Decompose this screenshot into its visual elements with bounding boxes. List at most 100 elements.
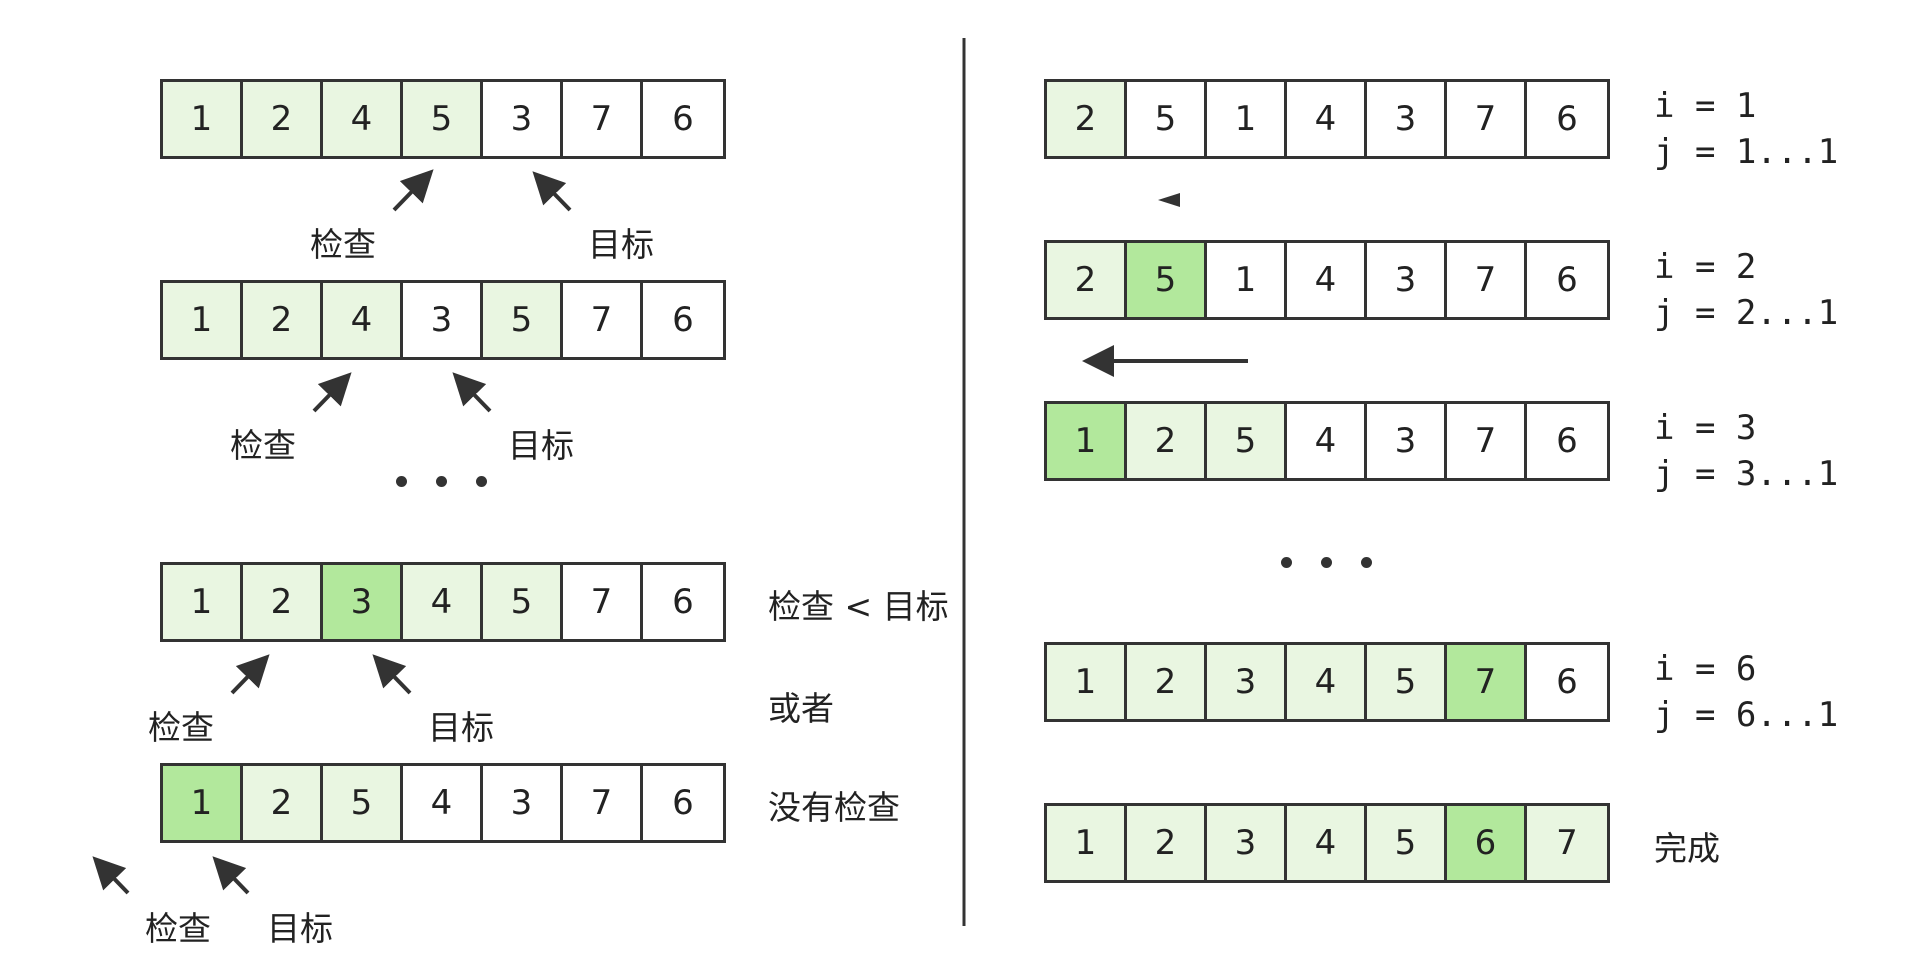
array-cell: 4 [403,766,483,840]
array-cell: 5 [1127,243,1207,317]
array-cell: 1 [163,82,243,156]
target-label-2: 目标 [508,426,574,465]
array-cell: 7 [1447,404,1527,478]
target-arrow-2 [452,372,492,413]
array-cell: 1 [163,283,243,357]
array-cell: 4 [323,283,403,357]
array-cell: 5 [323,766,403,840]
array-cell: 2 [1047,243,1127,317]
check-arrow-3 [230,654,270,695]
array-cell: 5 [1207,404,1287,478]
target-label-3: 目标 [428,708,494,747]
array-cell: 1 [1047,404,1127,478]
array-cell: 4 [1287,645,1367,719]
array-cell: 2 [243,766,323,840]
array-cell: 3 [1367,243,1447,317]
array-cell: 4 [1287,806,1367,880]
array-cell: 2 [243,283,323,357]
j-range-4: j = 6...1 [1654,695,1839,735]
array-cell: 6 [1447,806,1527,880]
array-cell: 5 [403,82,483,156]
array-cell: 2 [1047,82,1127,156]
array-cell: 2 [243,565,323,639]
check-arrow-2 [312,372,352,413]
array-cell: 3 [403,283,483,357]
array-cell: 6 [643,766,723,840]
array-cell: 3 [1207,806,1287,880]
shift-arrow-1 [1158,193,1180,207]
array-cell: 6 [1527,243,1607,317]
i-value-4: i = 6 [1654,649,1757,689]
check-lt-target-label: 检查 < 目标 [768,587,949,626]
check-label-1: 检查 [310,225,376,264]
i-value-3: i = 3 [1654,408,1757,448]
ellipsis-dots-right [1281,557,1372,568]
dot [476,476,487,487]
array-cell: 1 [1047,806,1127,880]
array-cell: 5 [1367,645,1447,719]
check-label-3: 检查 [148,708,214,747]
array-cell: 3 [1207,645,1287,719]
check-arrow-4 [92,856,130,895]
ellipsis-dots-left [396,476,487,487]
i-value-1: i = 1 [1654,86,1757,126]
target-label-4: 目标 [267,909,333,948]
array-cell: 7 [563,766,643,840]
array-cell: 7 [1447,645,1527,719]
j-range-3: j = 3...1 [1654,454,1839,494]
check-label-4: 检查 [145,909,211,948]
array-cell: 1 [163,565,243,639]
dot [1361,557,1372,568]
array-cell: 6 [643,283,723,357]
array-cell: 1 [163,766,243,840]
array-cell: 5 [1367,806,1447,880]
array-cell: 3 [323,565,403,639]
array-cell: 5 [1127,82,1207,156]
dot [396,476,407,487]
array-cell: 6 [643,82,723,156]
array-cell: 1 [1207,243,1287,317]
array-cell: 7 [563,565,643,639]
target-arrow-3 [372,654,412,695]
array-cell: 4 [403,565,483,639]
j-range-2: j = 2...1 [1654,293,1839,333]
array-cell: 4 [1287,404,1367,478]
array-cell: 6 [643,565,723,639]
array-cell: 3 [1367,404,1447,478]
array-cell: 6 [1527,82,1607,156]
dot [1321,557,1332,568]
array-cell: 4 [323,82,403,156]
array-cell: 7 [563,283,643,357]
array-cell: 3 [483,766,563,840]
array-cell: 2 [1127,806,1207,880]
array-cell: 7 [563,82,643,156]
dot [1281,557,1292,568]
array-cell: 5 [483,565,563,639]
no-check-label: 没有检查 [768,788,900,827]
array-cell: 2 [1127,645,1207,719]
array-cell: 2 [243,82,323,156]
array-cell: 4 [1287,82,1367,156]
i-value-2: i = 2 [1654,247,1757,287]
dot [436,476,447,487]
or-label: 或者 [768,689,834,728]
array-cell: 6 [1527,645,1607,719]
check-arrow-1 [392,169,434,212]
check-label-2: 检查 [230,426,296,465]
target-label-1: 目标 [588,225,654,264]
array-cell: 7 [1447,243,1527,317]
array-cell: 1 [1207,82,1287,156]
array-cell: 3 [483,82,563,156]
array-cell: 2 [1127,404,1207,478]
target-arrow-4 [212,856,250,895]
